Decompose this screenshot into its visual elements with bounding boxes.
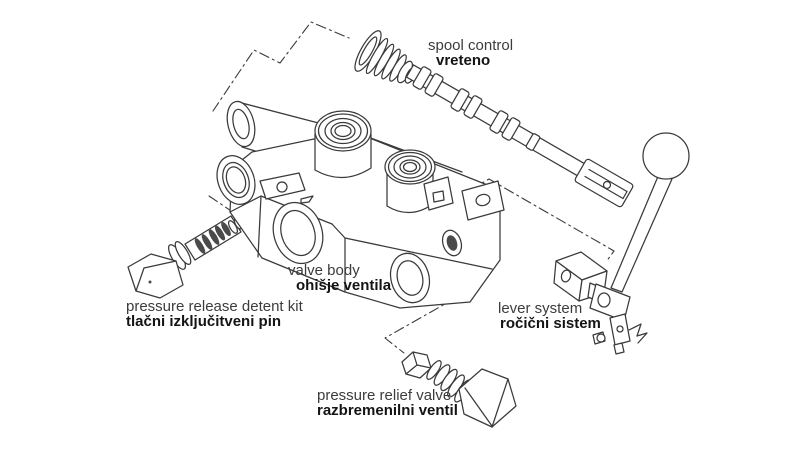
valve-body-drawing: [216, 100, 505, 309]
label-relief-valve: pressure relief valve razbremenilni vent…: [317, 388, 458, 418]
valve-bottom-port: [389, 252, 431, 304]
spool-control-drawing: [354, 30, 634, 208]
label-detent-kit-sl: tlačni izključitveni pin: [126, 313, 282, 330]
lever-ball-knob: [642, 132, 690, 180]
label-lever-system-sl: ročični sistem: [500, 315, 601, 332]
relief-hex-body: [458, 368, 517, 428]
leader-relief-axis: [384, 284, 453, 354]
lever-system-drawing: [553, 132, 690, 355]
label-detent-kit-en: pressure release detent kit: [126, 298, 303, 315]
flow-arrow-mark: [300, 195, 314, 204]
label-valve-body-en: valve body: [288, 262, 360, 279]
valve-front-port: [272, 201, 324, 265]
lever-pivot-clevis: [587, 282, 648, 355]
valve-port-boss-right: [384, 149, 436, 214]
label-detent-kit: pressure release detent kit tlačni izklj…: [126, 299, 303, 329]
detent-kit-drawing: [127, 215, 254, 299]
label-spool-control-sl: vreteno: [436, 52, 491, 69]
label-relief-valve-sl: razbremenilni ventil: [317, 402, 458, 419]
label-relief-valve-en: pressure relief valve: [317, 387, 452, 404]
label-valve-body: valve body ohišje ventila: [288, 263, 391, 293]
label-spool-control: spool control vreteno: [428, 38, 513, 68]
valve-left-flange: [216, 155, 256, 205]
spool-clevis-end: [574, 158, 634, 208]
label-lever-system: lever system ročični sistem: [498, 301, 601, 331]
label-valve-body-sl: ohišje ventila: [296, 277, 392, 294]
label-spool-control-en: spool control: [428, 37, 514, 54]
valve-port-boss-left: [314, 110, 372, 179]
label-lever-system-en: lever system: [498, 300, 583, 317]
leader-lever-axis: [469, 178, 615, 263]
valve-mounting-ears: [423, 176, 505, 221]
relief-valve-drawing: [401, 351, 517, 428]
leader-spool-axis: [212, 21, 350, 112]
